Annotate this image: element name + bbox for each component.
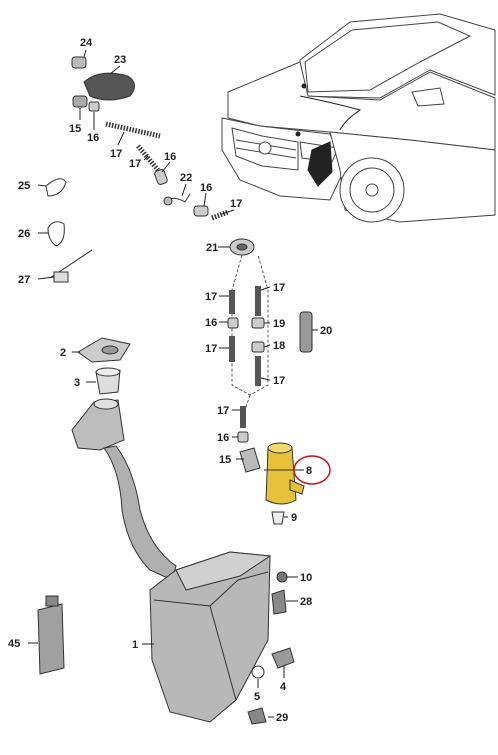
label-5: 5 [254,691,260,703]
label-2: 2 [60,347,66,359]
bracket-28 [271,589,287,615]
highlight-circle [293,455,331,485]
label-16: 16 [87,132,99,144]
label-10: 10 [300,572,312,584]
label-17: 17 [273,282,285,294]
nozzle-23 [83,72,135,101]
seal-9 [271,511,285,525]
grommet-10 [276,571,288,583]
label-9: 9 [291,512,297,524]
hose-bundle [227,254,313,473]
label-17: 17 [110,148,122,160]
label-1: 1 [132,639,138,651]
label-17: 17 [205,291,217,303]
label-17: 17 [217,405,229,417]
label-23: 23 [114,54,126,66]
label-16: 16 [164,151,176,163]
callout-labels: 24 23 15 16 17 17 16 22 16 17 25 21 26 2… [8,37,332,724]
reservoir-assembly [37,337,272,723]
label-17: 17 [273,375,285,387]
label-24: 24 [80,37,93,49]
fluid-bottle-45 [37,603,65,675]
label-45: 45 [8,638,20,650]
label-18: 18 [273,340,285,352]
label-15: 15 [219,454,231,466]
label-8: 8 [306,465,312,477]
label-28: 28 [300,596,312,608]
washer-pump-8 [264,442,305,505]
seal-5 [251,665,265,679]
clip-29 [247,707,267,725]
label-17: 17 [129,158,141,170]
leader-lines [28,49,318,718]
label-17: 17 [205,343,217,355]
hose-20 [299,311,313,353]
cap-24 [71,56,87,69]
valve-15 [72,95,88,108]
label-20: 20 [320,325,332,337]
label-16: 16 [217,432,229,444]
label-3: 3 [74,377,80,389]
sensor-4 [271,647,295,669]
vehicle-illustration [221,13,496,223]
label-27: 27 [18,274,30,286]
label-4: 4 [280,681,287,693]
label-15: 15 [69,123,81,135]
nozzle-assembly [71,56,229,221]
label-17: 17 [230,198,242,210]
label-21: 21 [206,242,218,254]
label-26: 26 [18,228,30,240]
label-16: 16 [200,182,212,194]
label-16: 16 [205,317,217,329]
label-29: 29 [276,712,288,724]
label-19: 19 [273,318,285,330]
clip-25 [45,178,67,197]
hose-17-upper [105,121,161,172]
label-22: 22 [180,172,192,184]
label-25: 25 [18,180,30,192]
clip-26 [47,221,65,247]
